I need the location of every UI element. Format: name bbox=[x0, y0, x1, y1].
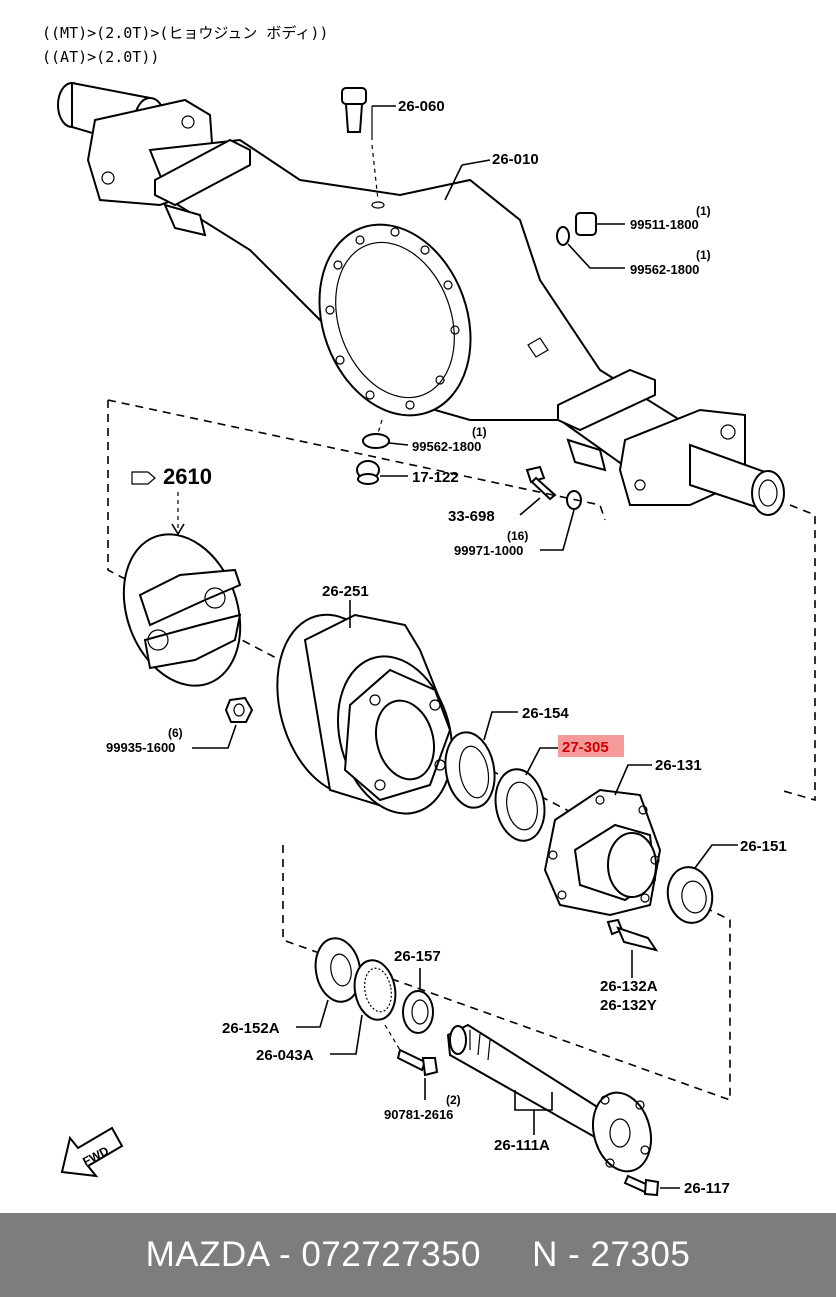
brake-drum-26-251 bbox=[276, 600, 454, 815]
axle-housing bbox=[57, 81, 785, 516]
qty-99562-upper: (1) bbox=[696, 248, 711, 262]
label-26-010: 26-010 bbox=[492, 151, 539, 168]
label-90781-2616: 90781-2616 bbox=[384, 1107, 453, 1122]
footer-bar: MAZDA - 072727350 N - 27305 bbox=[0, 1213, 836, 1297]
label-17-122: 17-122 bbox=[412, 469, 459, 486]
qty-99935: (6) bbox=[168, 726, 183, 740]
bearing-27-305 bbox=[494, 735, 624, 842]
bearing-26-157 bbox=[402, 968, 434, 1034]
axle-shaft-26-111a bbox=[446, 1023, 652, 1173]
label-26-111a: 26-111A bbox=[494, 1137, 550, 1154]
label-99562-1800-upper: 99562-1800 bbox=[630, 262, 699, 277]
assembly-guide-upper bbox=[107, 400, 606, 831]
label-99511-1800: 99511-1800 bbox=[630, 217, 699, 232]
label-26-132a: 26-132A bbox=[600, 978, 658, 995]
label-26-154: 26-154 bbox=[522, 705, 569, 722]
label-26-132y: 26-132Y bbox=[600, 997, 657, 1014]
label-26-152a: 26-152A bbox=[222, 1020, 280, 1037]
oil-seal-26-154 bbox=[444, 711, 518, 809]
ring-26-043a bbox=[330, 959, 397, 1055]
bolt-33-698 bbox=[519, 465, 582, 551]
plug-17-122 bbox=[356, 460, 408, 485]
qty-99971: (16) bbox=[507, 529, 528, 543]
cap-26-151 bbox=[666, 844, 738, 924]
hub-bolt-26-132 bbox=[606, 918, 659, 978]
label-99971-1000: 99971-1000 bbox=[454, 543, 523, 558]
highlight-27-305 bbox=[558, 735, 624, 757]
gasket-99562-lower bbox=[362, 419, 409, 449]
label-26-117: 26-117 bbox=[684, 1180, 730, 1197]
hub-26-131 bbox=[543, 764, 662, 917]
brake-backing-plate-2610 bbox=[122, 471, 242, 687]
label-27-305: 27-305 bbox=[562, 739, 609, 756]
drain-plug-99511 bbox=[556, 212, 625, 269]
label-26-043a: 26-043A bbox=[256, 1047, 314, 1064]
label-26-131: 26-131 bbox=[655, 757, 702, 774]
label-33-698: 33-698 bbox=[448, 508, 495, 525]
label-2610: 2610 bbox=[163, 464, 212, 489]
bolt-26-117 bbox=[623, 1174, 680, 1197]
label-26-251: 26-251 bbox=[322, 583, 369, 600]
qty-99562-lower: (1) bbox=[472, 425, 487, 439]
qty-99511: (1) bbox=[696, 204, 711, 218]
label-26-060: 26-060 bbox=[398, 98, 445, 115]
bolt-90781 bbox=[384, 1024, 439, 1100]
label-99562-1800-lower: 99562-1800 bbox=[412, 439, 481, 454]
header-line-2: ((AT)>(2.0T)) bbox=[42, 48, 159, 66]
header-line-1: ((MT)>(2.0T)>(ヒョウジュン ボディ)) bbox=[42, 24, 328, 42]
qty-90781: (2) bbox=[446, 1093, 461, 1107]
label-26-151: 26-151 bbox=[740, 838, 787, 855]
label-99935-1600: 99935-1600 bbox=[106, 740, 175, 755]
footer-part-number: MAZDA - 072727350 N - 27305 bbox=[145, 1235, 691, 1274]
rear-axle-exploded-diagram: ((MT)>(2.0T)>(ヒョウジュン ボディ)) ((AT)>(2.0T)) bbox=[42, 24, 816, 1197]
assembly-guide-lower bbox=[282, 845, 731, 1102]
label-26-157: 26-157 bbox=[394, 948, 441, 965]
nut-99935 bbox=[192, 696, 254, 749]
fwd-arrow-icon: FWD bbox=[60, 1126, 124, 1178]
breather-plug-26-060 bbox=[341, 87, 396, 201]
